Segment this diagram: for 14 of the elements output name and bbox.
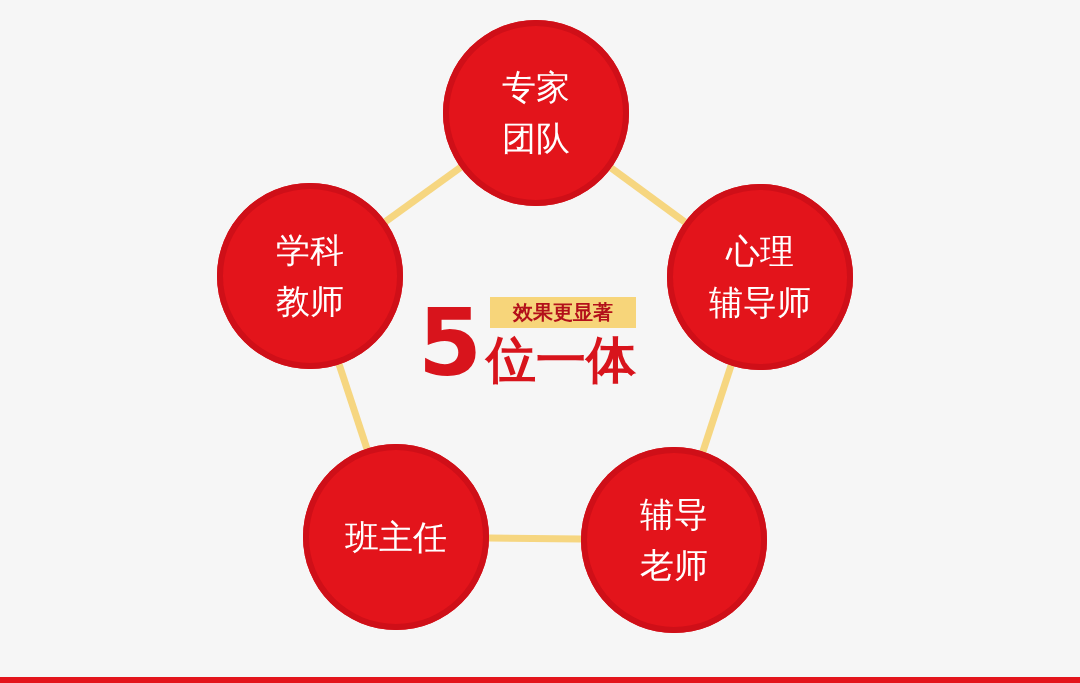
connector-line [383,164,463,225]
connector-line [699,364,735,453]
connector-line [608,165,688,225]
node-label: 专家团队 [502,66,570,160]
highlight-tag [490,297,636,328]
big-number: 5 [418,298,482,390]
node-label: 学科教师 [276,229,344,323]
node-label: 心理辅导师 [709,230,811,324]
connector-line [335,363,371,450]
node-label: 效果更显著 [513,299,613,326]
node-label: 班主任 [345,515,447,559]
slogan-text: 位一体 [486,335,636,385]
node-label: 辅导老师 [640,493,708,587]
connector-line [488,534,582,543]
